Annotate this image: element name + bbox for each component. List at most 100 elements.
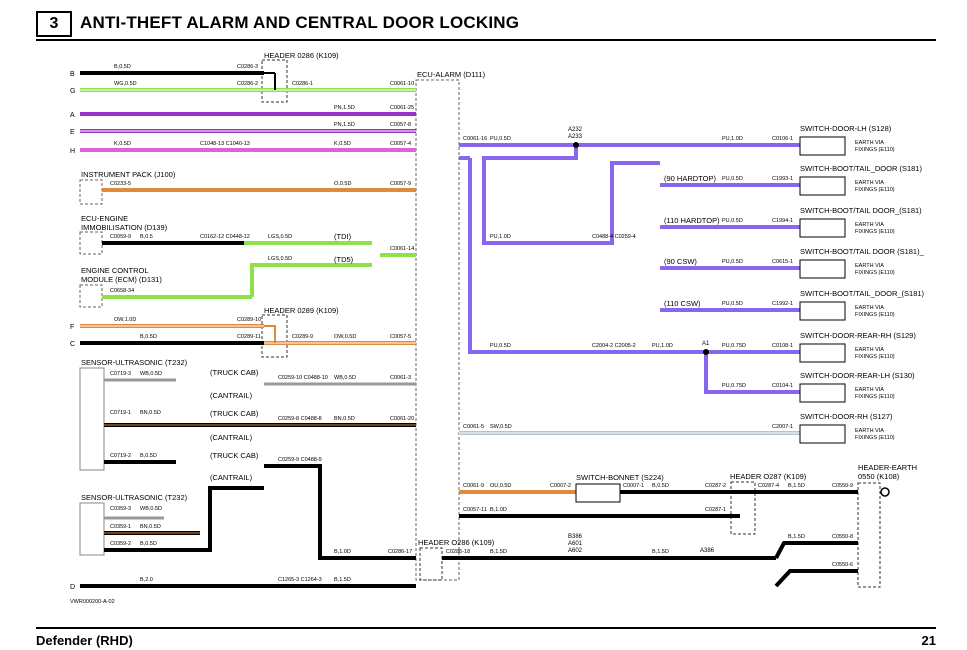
conn-c: C: [70, 341, 75, 348]
pin-label: C1265-3 C1264-3: [278, 577, 322, 583]
pin-label: C0061-14: [390, 246, 414, 252]
conn-a: A: [70, 112, 75, 119]
header-k109-box: [261, 59, 288, 103]
conn-f: F: [70, 324, 74, 331]
wire-label: B,0.5D: [114, 64, 131, 70]
pin-label: A602: [568, 548, 583, 554]
conn-g: G: [70, 88, 75, 95]
label-instrument-pack: INSTRUMENT PACK (J100): [81, 170, 176, 179]
wire-label: PU,1.0D: [652, 343, 673, 349]
variant-cantrail: (CANTRAIL): [210, 473, 253, 482]
label-sensor-us-1: SENSOR-ULTRASONIC (T232): [81, 358, 188, 367]
earth-fixings: FIXINGS (E110): [855, 435, 895, 441]
pin-label: C0106-1: [772, 136, 793, 142]
wire-label: SW,0.5D: [490, 424, 512, 430]
footer-rule: [36, 627, 936, 629]
wire-label: B,1.5D: [334, 577, 351, 583]
wire-label: B,0.5D: [140, 334, 157, 340]
footer-model: Defender (RHD): [36, 633, 133, 648]
pin-label: C0286-18: [446, 549, 470, 555]
wire-label: O,0.5D: [334, 181, 351, 187]
pin-label: C0061-9: [463, 483, 484, 489]
wire-label: WB,0.5D: [140, 506, 162, 512]
pin-label: C0286-2: [237, 81, 258, 87]
label-header-0286-bottom: HEADER O286 (K109): [418, 538, 495, 547]
ecu-engine-box: [79, 231, 103, 255]
wire-label: PU,0.5D: [490, 343, 511, 349]
pin-label: C0287-1: [705, 507, 726, 513]
pin-label: C0104-1: [772, 383, 793, 389]
pin-label: B386: [568, 534, 583, 540]
wire-label: B,1.5D: [652, 549, 669, 555]
label-header-k109: HEADER 0286 (K109): [264, 51, 339, 60]
pin-label: C0550-9: [832, 483, 853, 489]
label-header-0287: HEADER O287 (K109): [730, 472, 807, 481]
wire-label: K,0.5D: [114, 141, 131, 147]
pin-label: C0658-34: [110, 288, 134, 294]
figure-ref: VWR000200-A-02: [70, 599, 115, 605]
pin-label: C0259-8 C0488-8: [278, 416, 322, 422]
label-header-earth-2: 0550 (K108): [858, 472, 900, 481]
switches: [575, 136, 846, 503]
earth-via: EARTH VIA: [855, 305, 884, 311]
variant-truck-cab: (TRUCK CAB): [210, 368, 259, 377]
label-ecm-2: MODULE (ECM) (D131): [81, 275, 162, 284]
pin-label: C0286-3: [237, 64, 258, 70]
pin-label: C0719-1: [110, 410, 131, 416]
label-sensor-us-2: SENSOR-ULTRASONIC (T232): [81, 493, 188, 502]
pin-label: C0359-1: [110, 524, 131, 530]
pin-label: C0287-4: [758, 483, 779, 489]
variant-hardtop110: (110 HARDTOP): [664, 216, 720, 225]
wire-label: PU,0.5D: [722, 218, 743, 224]
wire-label: PU,0.5D: [722, 301, 743, 307]
pin-label: C0061-3: [390, 375, 411, 381]
pin-label: C0162-12 C0448-12: [200, 234, 250, 240]
pin-label: C0061-16: [463, 136, 487, 142]
pin-label: A601: [568, 541, 583, 547]
instrument-pack-box: [79, 179, 103, 205]
wire-label: LGS,0.5D: [268, 256, 292, 262]
pin-label: C2007-1: [772, 424, 793, 430]
pin-label: C0057-8: [390, 122, 411, 128]
pin-label: C0488-4 C0259-4: [592, 234, 636, 240]
wire-label: PU,0.75D: [722, 343, 746, 349]
header-0287-box: [730, 481, 756, 535]
pin-label: C0289-11: [237, 334, 261, 340]
variant-tdi: (TDI): [334, 232, 352, 241]
pin-label: C0057-9: [390, 181, 411, 187]
pin-label: C0108-1: [772, 343, 793, 349]
pin-label: C1992-1: [772, 301, 793, 307]
label-sw-rear-lh: SWITCH-DOOR-REAR-LH (S130): [800, 371, 915, 380]
label-ecm-1: ENGINE CONTROL: [81, 266, 149, 275]
wire-label: OW,1.0D: [114, 317, 136, 323]
wire-label: WG,0.5D: [114, 81, 137, 87]
label-header-0289: HEADER 0289 (K109): [264, 306, 339, 315]
variant-truck-cab: (TRUCK CAB): [210, 409, 259, 418]
earth-fixings: FIXINGS (E110): [855, 394, 895, 400]
wire-label: B,1.5D: [490, 549, 507, 555]
wire-label: OW,0.5D: [334, 334, 356, 340]
label-ecu-engine-2: IMMOBILISATION (D139): [81, 223, 168, 232]
wire-label: B,1.0D: [490, 507, 507, 513]
earth-via: EARTH VIA: [855, 180, 884, 186]
earth-fixings: FIXINGS (E110): [855, 147, 895, 153]
label-ecu-alarm: ECU-ALARM (D111): [417, 70, 486, 79]
pin-label: C0286-1: [292, 81, 313, 87]
pin-label: C0007-2: [550, 483, 571, 489]
wire-label: PU,0.5D: [722, 176, 743, 182]
pin-label: C0057-11: [463, 507, 487, 513]
label-header-earth-1: HEADER-EARTH: [858, 463, 917, 472]
pin-label: A1: [702, 341, 710, 347]
left-wires: [80, 71, 776, 588]
pin-label: C0550-8: [832, 534, 853, 540]
wire-label: PU,0.75D: [722, 383, 746, 389]
pin-label: C0289-10: [237, 317, 261, 323]
label-sw-boot-2: SWITCH-BOOT/TAIL DOOR_(S181): [800, 206, 922, 215]
variant-truck-cab: (TRUCK CAB): [210, 451, 259, 460]
pin-label: C0061-10: [390, 81, 414, 87]
section-number: 3: [36, 11, 72, 37]
conn-e: E: [70, 129, 75, 136]
pin-label: C0719-3: [110, 371, 131, 377]
label-sw-door-rh: SWITCH-DOOR-RH (S127): [800, 412, 893, 421]
wire-label: B,1.5D: [788, 483, 805, 489]
